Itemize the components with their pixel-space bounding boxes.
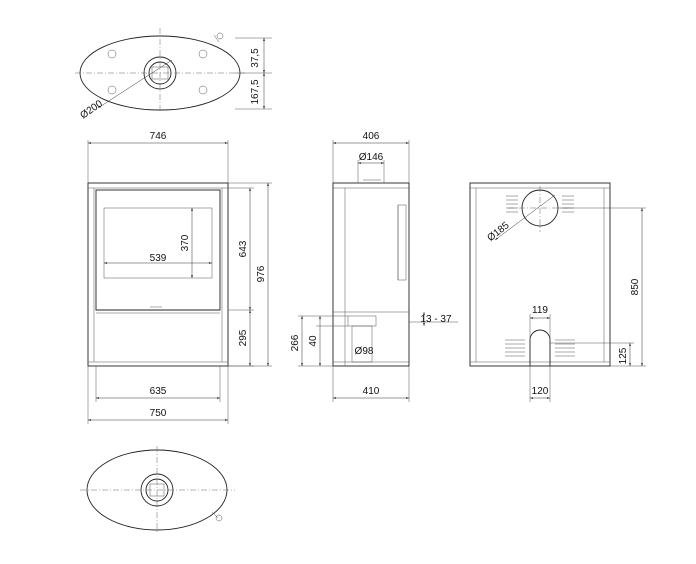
side-base-depth: 410 (363, 386, 380, 397)
front-bottom-width: 750 (150, 408, 167, 419)
side-inlet-offset: 40 (308, 335, 319, 347)
side-adjust-range: 13 - 37 (420, 314, 452, 325)
front-door-height: 643 (238, 240, 249, 257)
side-top-flue: Ø146 (359, 152, 384, 163)
rear-flue-height: 850 (630, 278, 641, 295)
top-flue-diameter: Ø200 (78, 98, 105, 121)
rear-inlet-bottom-width: 120 (532, 386, 549, 397)
front-base-width: 635 (150, 386, 167, 397)
front-glass-width: 539 (150, 253, 167, 264)
top-view: 37,5 167,5 Ø200 (75, 28, 272, 121)
front-lower-height: 295 (238, 329, 249, 346)
base-view (80, 446, 235, 534)
side-inlet-height: 266 (290, 334, 301, 351)
front-overall-width: 746 (150, 131, 167, 142)
top-offset-a: 37,5 (250, 48, 261, 68)
side-top-depth: 406 (363, 131, 380, 142)
side-view: 406 Ø146 266 40 Ø98 410 13 - 37 (290, 131, 458, 402)
side-inlet-diameter: Ø98 (355, 346, 374, 357)
front-glass-height: 370 (180, 234, 191, 251)
rear-inlet-width: 119 (532, 305, 548, 316)
front-overall-height: 976 (256, 265, 267, 282)
rear-view: Ø185 850 125 119 120 (469, 182, 646, 402)
top-offset-b: 167,5 (250, 79, 261, 104)
rear-flue-diameter: Ø185 (485, 220, 511, 244)
front-view: 746 539 370 643 295 976 635 750 (87, 131, 272, 424)
rear-inlet-height: 125 (618, 347, 629, 364)
